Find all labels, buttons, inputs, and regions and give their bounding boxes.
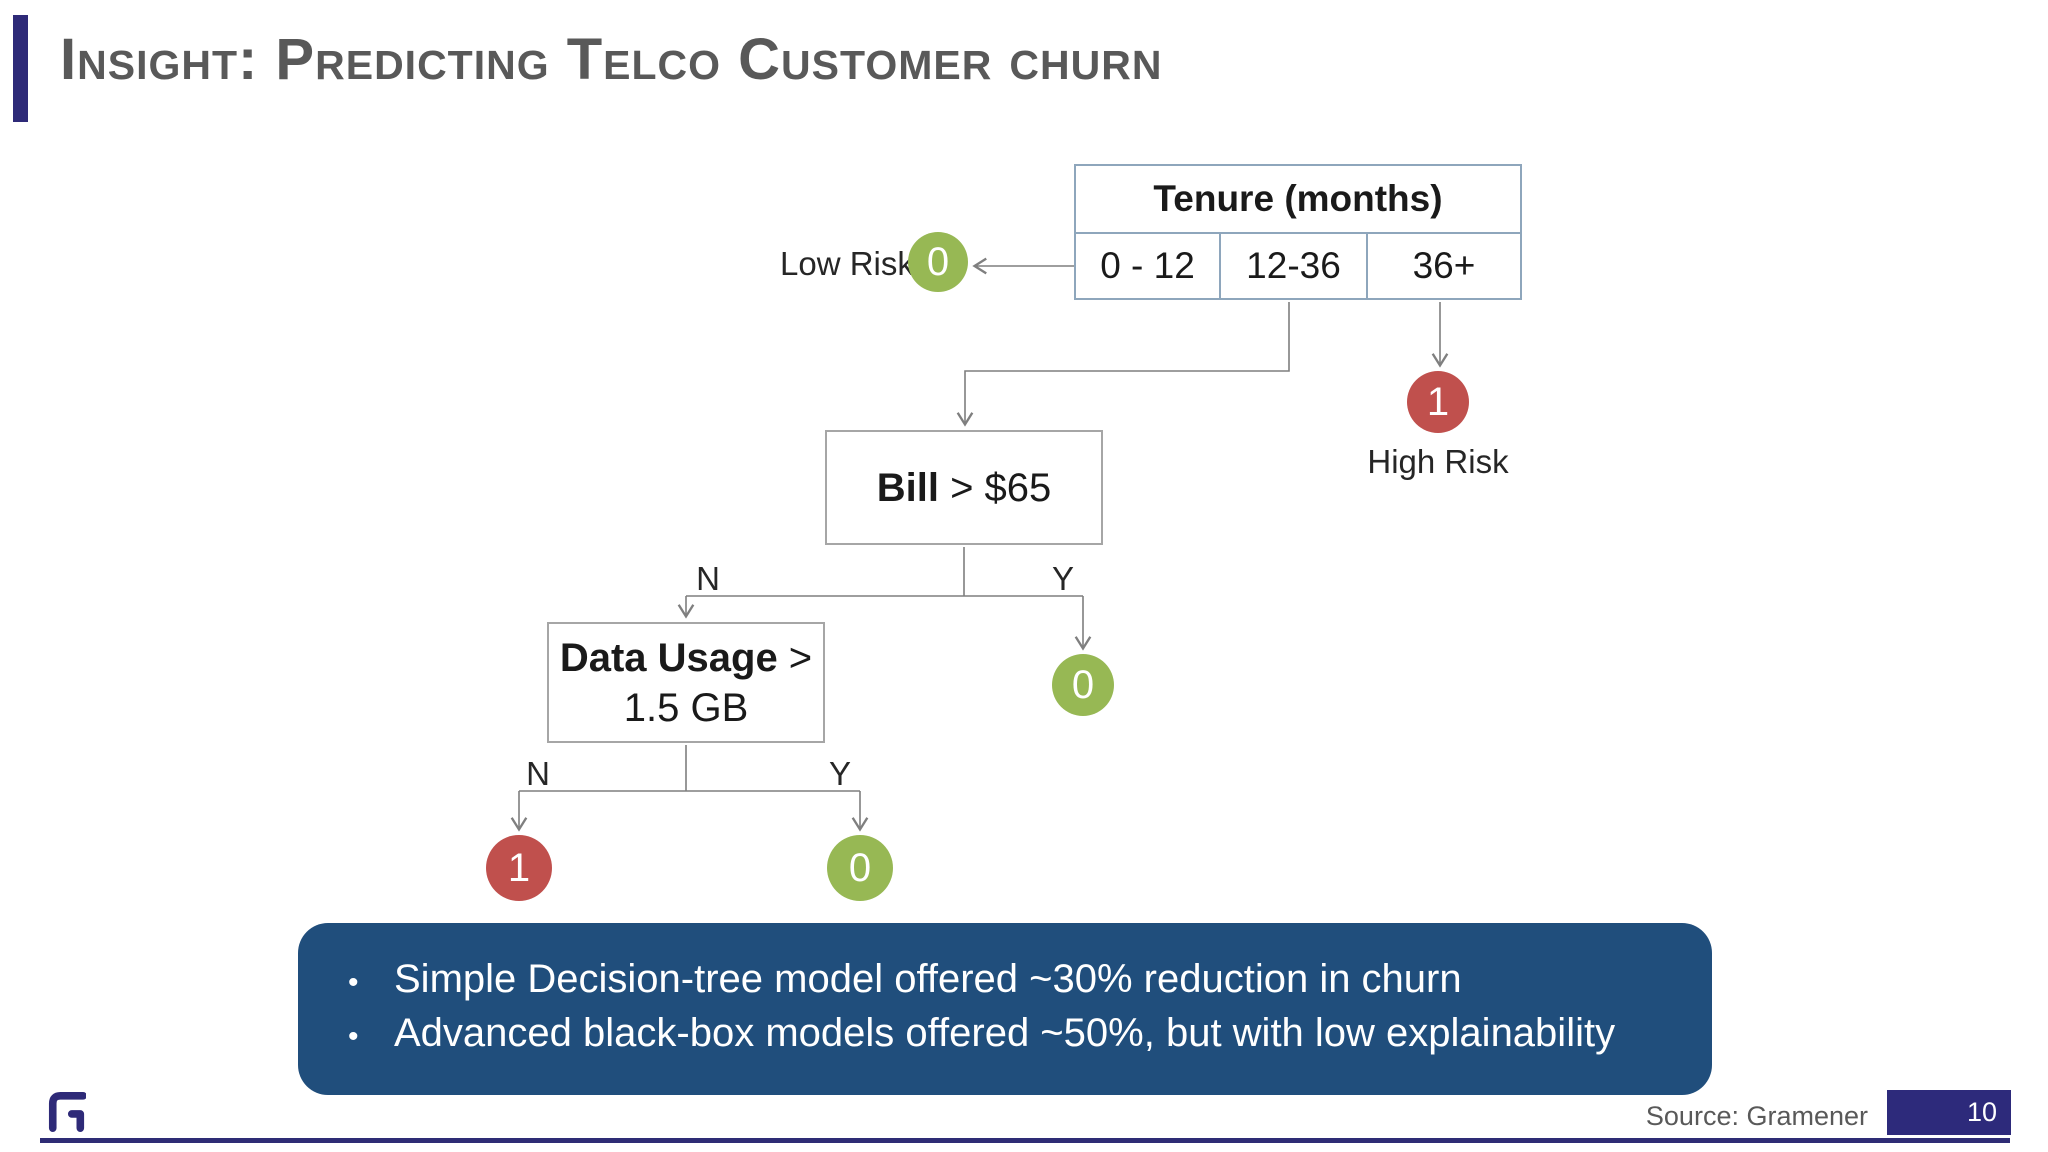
gramener-logo-icon	[48, 1092, 86, 1132]
edge-tenure-12-36-to-bill	[956, 302, 1290, 427]
leaf-bill-yes: 0	[1052, 654, 1114, 716]
bill-branch-label-n: N	[696, 560, 720, 597]
title-accent-bar	[13, 15, 28, 122]
footer-divider	[40, 1138, 2010, 1143]
callout-bullet-2: • Advanced black-box models offered ~50%…	[348, 1011, 1616, 1055]
low-risk-label: Low Risk	[780, 245, 914, 282]
leaf-data-yes: 0	[827, 835, 893, 901]
callout-bullet-1: • Simple Decision-tree model offered ~30…	[348, 957, 1462, 1001]
leaf-high-risk: 1	[1407, 371, 1469, 433]
bill-node-text: Bill > $65	[876, 465, 1052, 510]
tree-root-node-tenure: Tenure (months) 0 - 12 12-36 36+	[1074, 164, 1522, 300]
tenure-branch-row: 0 - 12 12-36 36+	[1076, 234, 1520, 298]
data-branch-label-n: N	[526, 755, 550, 792]
page-title: Insight: Predicting Telco Customer churn	[60, 27, 1163, 92]
tenure-branch-0-12: 0 - 12	[1100, 245, 1195, 286]
leaf-low-risk: 0	[908, 232, 968, 292]
bullet-dot-icon: •	[348, 966, 359, 999]
bill-branch-label-y: Y	[1051, 560, 1074, 597]
data-node-line2: 1.5 GB	[623, 685, 749, 730]
tenure-branch-36plus: 36+	[1366, 234, 1520, 298]
source-credit: Source: Gramener	[1645, 1101, 1868, 1131]
page-number-badge: 10	[1887, 1090, 2011, 1135]
data-branch-label-y: Y	[828, 755, 851, 792]
data-node-line1: Data Usage >	[559, 635, 813, 680]
tree-node-data-usage: Data Usage > 1.5 GB	[547, 622, 825, 743]
insight-callout: • Simple Decision-tree model offered ~30…	[298, 923, 1712, 1095]
tree-node-bill: Bill > $65	[825, 430, 1103, 545]
leaf-data-no: 1	[486, 835, 552, 901]
bullet-dot-icon: •	[348, 1020, 359, 1053]
high-risk-label: High Risk	[1367, 443, 1509, 480]
tenure-header: Tenure (months)	[1076, 166, 1520, 234]
tenure-branch-12-36: 12-36	[1219, 234, 1366, 298]
